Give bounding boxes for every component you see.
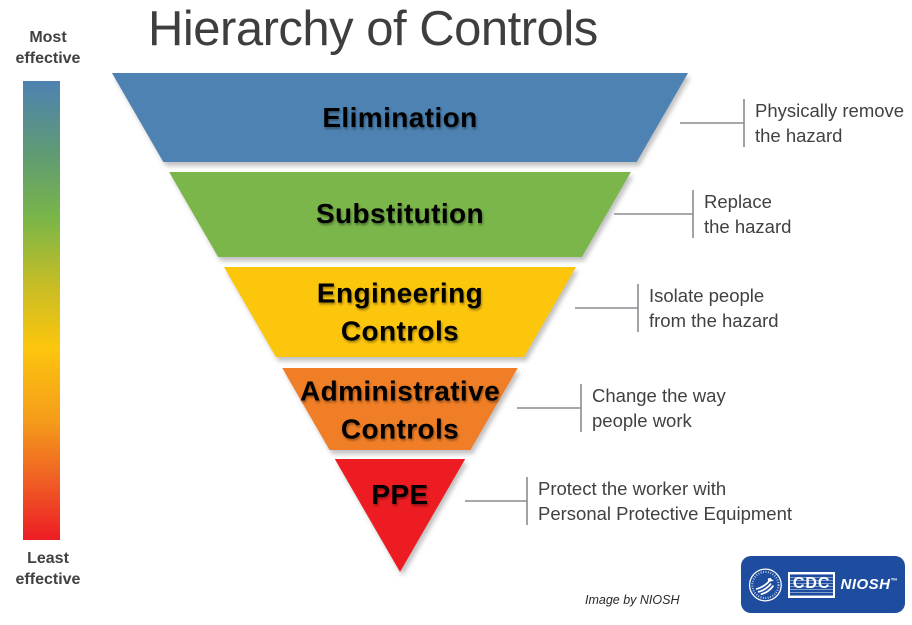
level-note-engineering-controls: Isolate people from the hazard	[649, 285, 779, 331]
level-note-elimination: Physically remove the hazard	[755, 100, 905, 146]
level-note-ppe: Protect the worker with Personal Protect…	[538, 478, 792, 524]
level-shape-ppe	[334, 459, 466, 572]
callout-line-engineering-controls	[575, 284, 639, 332]
level-label-administrative-controls: Administrative Controls	[299, 375, 501, 444]
level-label-substitution: Substitution	[315, 198, 485, 230]
image-credit: Image by NIOSH	[585, 593, 680, 607]
callout-line-elimination	[680, 99, 745, 147]
niosh-logo: NIOSH™	[840, 576, 898, 593]
effectiveness-gradient-bar	[23, 81, 60, 540]
page-title: Hierarchy of Controls	[148, 2, 598, 56]
hhs-seal-icon	[748, 568, 782, 601]
most-effective-label: Most effective	[15, 29, 81, 67]
level-label-engineering-controls: Engineering Controls	[316, 277, 484, 346]
level-label-elimination: Elimination	[322, 102, 478, 134]
least-effective-label: Least effective	[15, 550, 81, 588]
level-label-ppe: PPE	[371, 479, 429, 511]
callout-line-administrative-controls	[517, 384, 582, 432]
level-shape-engineering-controls	[223, 267, 577, 357]
level-shape-substitution	[169, 172, 631, 257]
level-note-substitution: Replace the hazard	[704, 191, 792, 237]
cdc-niosh-logo: CDC NIOSH™	[741, 556, 905, 613]
callout-line-substitution	[614, 190, 694, 238]
level-shape-elimination	[111, 73, 689, 162]
cdc-logo: CDC	[787, 571, 836, 598]
level-shape-administrative-controls	[282, 368, 518, 450]
callout-line-ppe	[465, 477, 528, 525]
level-note-administrative-controls: Change the way people work	[592, 385, 726, 431]
